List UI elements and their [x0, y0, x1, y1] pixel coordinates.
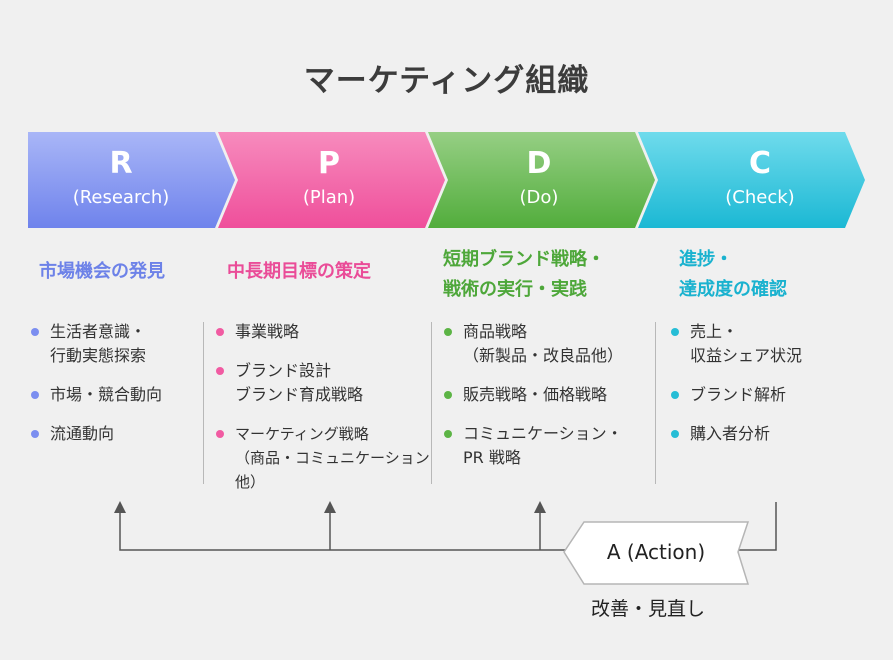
step-subtitle: (Research): [72, 187, 170, 208]
bullet-icon: [444, 430, 452, 438]
step-arrow-plan: [218, 132, 445, 228]
step-letter: P: [318, 146, 340, 181]
bullet-icon: [671, 430, 679, 438]
list-item-text: 事業戦略: [235, 322, 300, 341]
step-letter: R: [109, 146, 133, 181]
arrow-head-plan: [324, 501, 336, 513]
check-list: 売上・ 収益シェア状況 ブランド解析 購入者分析: [670, 320, 870, 461]
do-list: 商品戦略 （新製品・改良品他） 販売戦略・価格戦略 コミュニケーション・ PR …: [443, 320, 653, 485]
list-item-text: 流通動向: [50, 424, 115, 443]
bullet-icon: [31, 391, 39, 399]
list-item: ブランド解析: [670, 383, 870, 407]
list-item-text: 生活者意識・ 行動実態探索: [50, 322, 147, 365]
list-item-text: 販売戦略・価格戦略: [463, 385, 608, 404]
list-item-text: 売上・ 収益シェア状況: [690, 322, 803, 365]
list-item-text: ブランド解析: [690, 385, 787, 404]
list-item: 流通動向: [30, 422, 202, 446]
list-item-text: 購入者分析: [690, 424, 771, 443]
list-item: 販売戦略・価格戦略: [443, 383, 653, 407]
list-item: 生活者意識・ 行動実態探索: [30, 320, 202, 368]
arrow-head-research: [114, 501, 126, 513]
list-item-text: ブランド設計 ブランド育成戦略: [235, 361, 364, 404]
column-divider: [431, 322, 432, 484]
step-letter: D: [526, 146, 552, 181]
step-research: R (Research): [21, 146, 221, 210]
step-arrow-check: [638, 132, 865, 228]
bullet-icon: [671, 328, 679, 336]
list-item-text: 商品戦略 （新製品・改良品他）: [463, 322, 624, 365]
step-subtitle: (Plan): [302, 187, 356, 208]
list-item: コミュニケーション・ PR 戦略: [443, 422, 653, 470]
bullet-icon: [444, 391, 452, 399]
column-heading-check: 進捗・ 達成度の確認: [679, 249, 787, 300]
list-item: 事業戦略: [215, 320, 430, 344]
list-item: ブランド設計 ブランド育成戦略: [215, 359, 430, 407]
list-item-text: コミュニケーション・ PR 戦略: [463, 424, 623, 467]
step-subtitle: (Do): [519, 187, 559, 208]
list-item: 市場・競合動向: [30, 383, 202, 407]
plan-list: 事業戦略 ブランド設計 ブランド育成戦略 マーケティング戦略 （商品・コミュニケ…: [215, 320, 430, 509]
action-subtitle: 改善・見直し: [590, 598, 705, 620]
list-item: 商品戦略 （新製品・改良品他）: [443, 320, 653, 368]
step-check: C (Check): [660, 146, 860, 210]
step-plan: P (Plan): [229, 146, 429, 210]
list-item: 売上・ 収益シェア状況: [670, 320, 870, 368]
list-item: マーケティング戦略 （商品・コミュニケーション他）: [215, 422, 430, 494]
research-list: 生活者意識・ 行動実態探索 市場・競合動向 流通動向: [30, 320, 202, 461]
bullet-icon: [216, 328, 224, 336]
page-title: マーケティング組織: [303, 63, 590, 99]
column-divider: [655, 322, 656, 484]
column-heading-do: 短期ブランド戦略・ 戦術の実行・実践: [443, 249, 605, 300]
step-arrow-research: [28, 132, 235, 228]
action-label: A (Action): [606, 540, 706, 564]
bullet-icon: [216, 367, 224, 375]
step-do: D (Do): [439, 146, 639, 210]
column-heading-plan: 中長期目標の策定: [227, 261, 371, 282]
arrow-head-do: [534, 501, 546, 513]
action-box: [563, 521, 750, 585]
list-item: 購入者分析: [670, 422, 870, 446]
step-letter: C: [748, 146, 772, 181]
step-subtitle: (Check): [725, 187, 795, 208]
list-item-text: マーケティング戦略 （商品・コミュニケーション他）: [235, 425, 430, 491]
bullet-icon: [31, 430, 39, 438]
bullet-icon: [31, 328, 39, 336]
column-heading-research: 市場機会の発見: [39, 261, 165, 282]
feedback-connector: [119, 502, 777, 551]
column-divider: [203, 322, 204, 484]
bullet-icon: [671, 391, 679, 399]
list-item-text: 市場・競合動向: [50, 385, 163, 404]
bullet-icon: [444, 328, 452, 336]
step-arrow-do: [428, 132, 655, 228]
bullet-icon: [216, 430, 224, 438]
